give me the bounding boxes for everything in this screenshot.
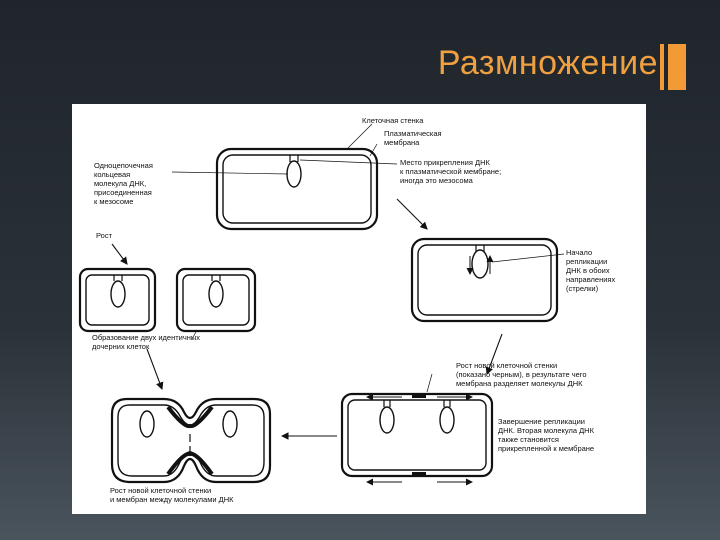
label-wall-between-1: Рост новой клеточной стенки (110, 486, 211, 495)
label-dna-attach-2: к плазматической мембране; (400, 167, 501, 176)
dna-molecule (286, 160, 302, 188)
cell-top (215, 147, 379, 231)
label-single-strand-1: Одноцепочечная (94, 161, 153, 170)
label-single-strand-3: молекула ДНК, (94, 179, 146, 188)
daughter-cell-left (78, 267, 157, 333)
label-new-wall-1: Рост новой клеточной стенки (456, 361, 557, 370)
label-replication-end-3: также становится (498, 435, 559, 444)
flow-arrows (111, 198, 503, 440)
label-plasma-membrane-2: мембрана (384, 138, 420, 147)
label-replication-end-2: ДНК. Вторая молекула ДНК (498, 426, 595, 435)
label-new-wall-2: (показано черным), в результате чего (456, 370, 587, 379)
label-two-cells-2: дочерних клеток (92, 342, 150, 351)
diagram-panel: Клеточная стенка Плазматическая мембрана… (72, 104, 646, 514)
label-replication-start-4: направлениях (566, 275, 615, 284)
title-accent-bar (664, 44, 686, 90)
label-dna-attach-3: иногда это мезосома (400, 176, 474, 185)
leader-lines (171, 123, 565, 393)
bacterial-division-diagram: Клеточная стенка Плазматическая мембрана… (78, 116, 615, 504)
slide-title: Размножение (437, 44, 658, 82)
cell-replication-start (410, 237, 559, 323)
label-replication-start-5: (стрелки) (566, 284, 599, 293)
cell-replication-end (340, 392, 494, 486)
label-two-cells-1: Образование двух идентичных (92, 333, 200, 342)
label-wall-between-2: и мембран между молекулами ДНК (110, 495, 234, 504)
label-new-wall-3: мембрана разделяет молекулы ДНК (456, 379, 583, 388)
label-cell-wall: Клеточная стенка (362, 116, 424, 125)
label-replication-end-4: прикрепленной к мембране (498, 444, 594, 453)
cell-constricting (110, 397, 272, 484)
label-single-strand-5: к мезосоме (94, 197, 133, 206)
daughter-cell-right (175, 267, 257, 333)
label-single-strand-2: кольцевая (94, 170, 130, 179)
label-replication-start-1: Начало (566, 248, 592, 257)
label-plasma-membrane-1: Плазматическая (384, 129, 442, 138)
label-replication-start-2: репликации (566, 257, 607, 266)
label-replication-start-3: ДНК в обоих (566, 266, 610, 275)
label-dna-attach-1: Место прикрепления ДНК (400, 158, 490, 167)
label-single-strand-4: присоединенная (94, 188, 152, 197)
label-replication-end-1: Завершение репликации (498, 417, 585, 426)
label-growth: Рост (96, 231, 113, 240)
